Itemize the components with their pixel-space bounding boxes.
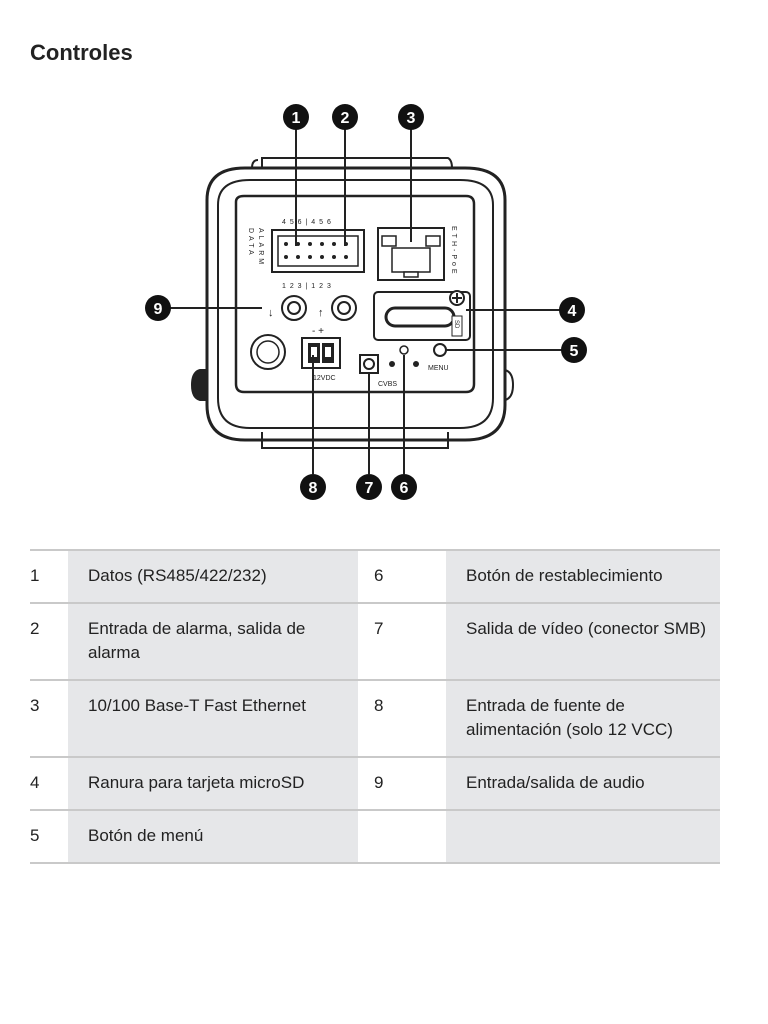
menu-label: MENU [428,365,449,372]
power-connector: - + 12VDC [301,326,341,382]
svg-text:2: 2 [341,110,350,127]
callout-8: 8 [300,474,326,500]
item-description: Salida de vídeo (conector SMB) [446,603,720,681]
item-description: Ranura para tarjeta microSD [68,757,358,811]
power-label: 12VDC [313,375,336,382]
svg-text:4: 4 [568,303,577,320]
leader-lines [170,128,562,474]
item-number: 2 [30,603,68,681]
item-description: Botón de menú [68,810,358,864]
camera-controls-diagram: DATA ALARM ETH-PoE 4 5 6 | 4 5 6 1 2 3 |… [145,104,587,500]
polarity-label: - + [312,326,324,337]
terminal-block [271,229,365,273]
svg-text:5: 5 [570,343,579,360]
svg-text:8: 8 [309,480,318,497]
callout-6: 6 [391,474,417,500]
item-number [358,810,446,864]
callout-4: 4 [559,297,585,323]
item-description [446,810,720,864]
item-number: 3 [30,680,68,758]
svg-text:7: 7 [365,480,374,497]
callout-7: 7 [356,474,382,500]
callout-1: 1 [283,104,309,130]
item-number: 7 [358,603,446,681]
svg-text:6: 6 [400,480,409,497]
table-row: 4 Ranura para tarjeta microSD 9 Entrada/… [30,757,720,811]
item-description: Entrada de alarma, salida de alarma [68,603,358,681]
item-description: 10/100 Base-T Fast Ethernet [68,680,358,758]
controls-table: 1 Datos (RS485/422/232) 6 Botón de resta… [30,549,720,864]
table-row: 1 Datos (RS485/422/232) 6 Botón de resta… [30,549,720,604]
sd-label: SD [453,320,459,329]
top-pin-numbers: 4 5 6 | 4 5 6 [282,219,332,226]
ethernet-port [377,227,445,281]
item-description: Entrada de fuente de alimentación (solo … [446,680,720,758]
item-number: 1 [30,549,68,604]
svg-text:↑: ↑ [318,307,324,319]
callout-5: 5 [561,337,587,363]
table-row: 2 Entrada de alarma, salida de alarma 7 … [30,603,720,681]
table-row: 3 10/100 Base-T Fast Ethernet 8 Entrada … [30,680,720,758]
item-number: 4 [30,757,68,811]
svg-text:3: 3 [407,110,416,127]
item-description: Datos (RS485/422/232) [68,549,358,604]
bottom-pin-numbers: 1 2 3 | 1 2 3 [282,283,332,290]
svg-text:9: 9 [154,301,163,318]
eth-poe-label: ETH-PoE [450,226,457,277]
item-number: 9 [358,757,446,811]
table-row: 5 Botón de menú [30,810,720,864]
svg-text:1: 1 [292,110,301,127]
round-cap [250,334,286,370]
item-description: Botón de restablecimiento [446,549,720,604]
item-number: 8 [358,680,446,758]
microsd-slot: SD [373,290,471,341]
alarm-label: ALARM [257,228,264,267]
callout-3: 3 [398,104,424,130]
cvbs-label: CVBS [378,381,397,388]
svg-text:↓: ↓ [268,307,274,319]
callouts: 1 2 3 4 5 6 7 8 9 [145,104,587,500]
reset-button [389,345,419,367]
callout-2: 2 [332,104,358,130]
item-number: 6 [358,549,446,604]
data-label: DATA [247,228,254,258]
callout-9: 9 [145,295,171,321]
page-title: Controles [30,40,133,65]
audio-jacks: ↓ ↑ [268,295,357,321]
item-number: 5 [30,810,68,864]
item-description: Entrada/salida de audio [446,757,720,811]
